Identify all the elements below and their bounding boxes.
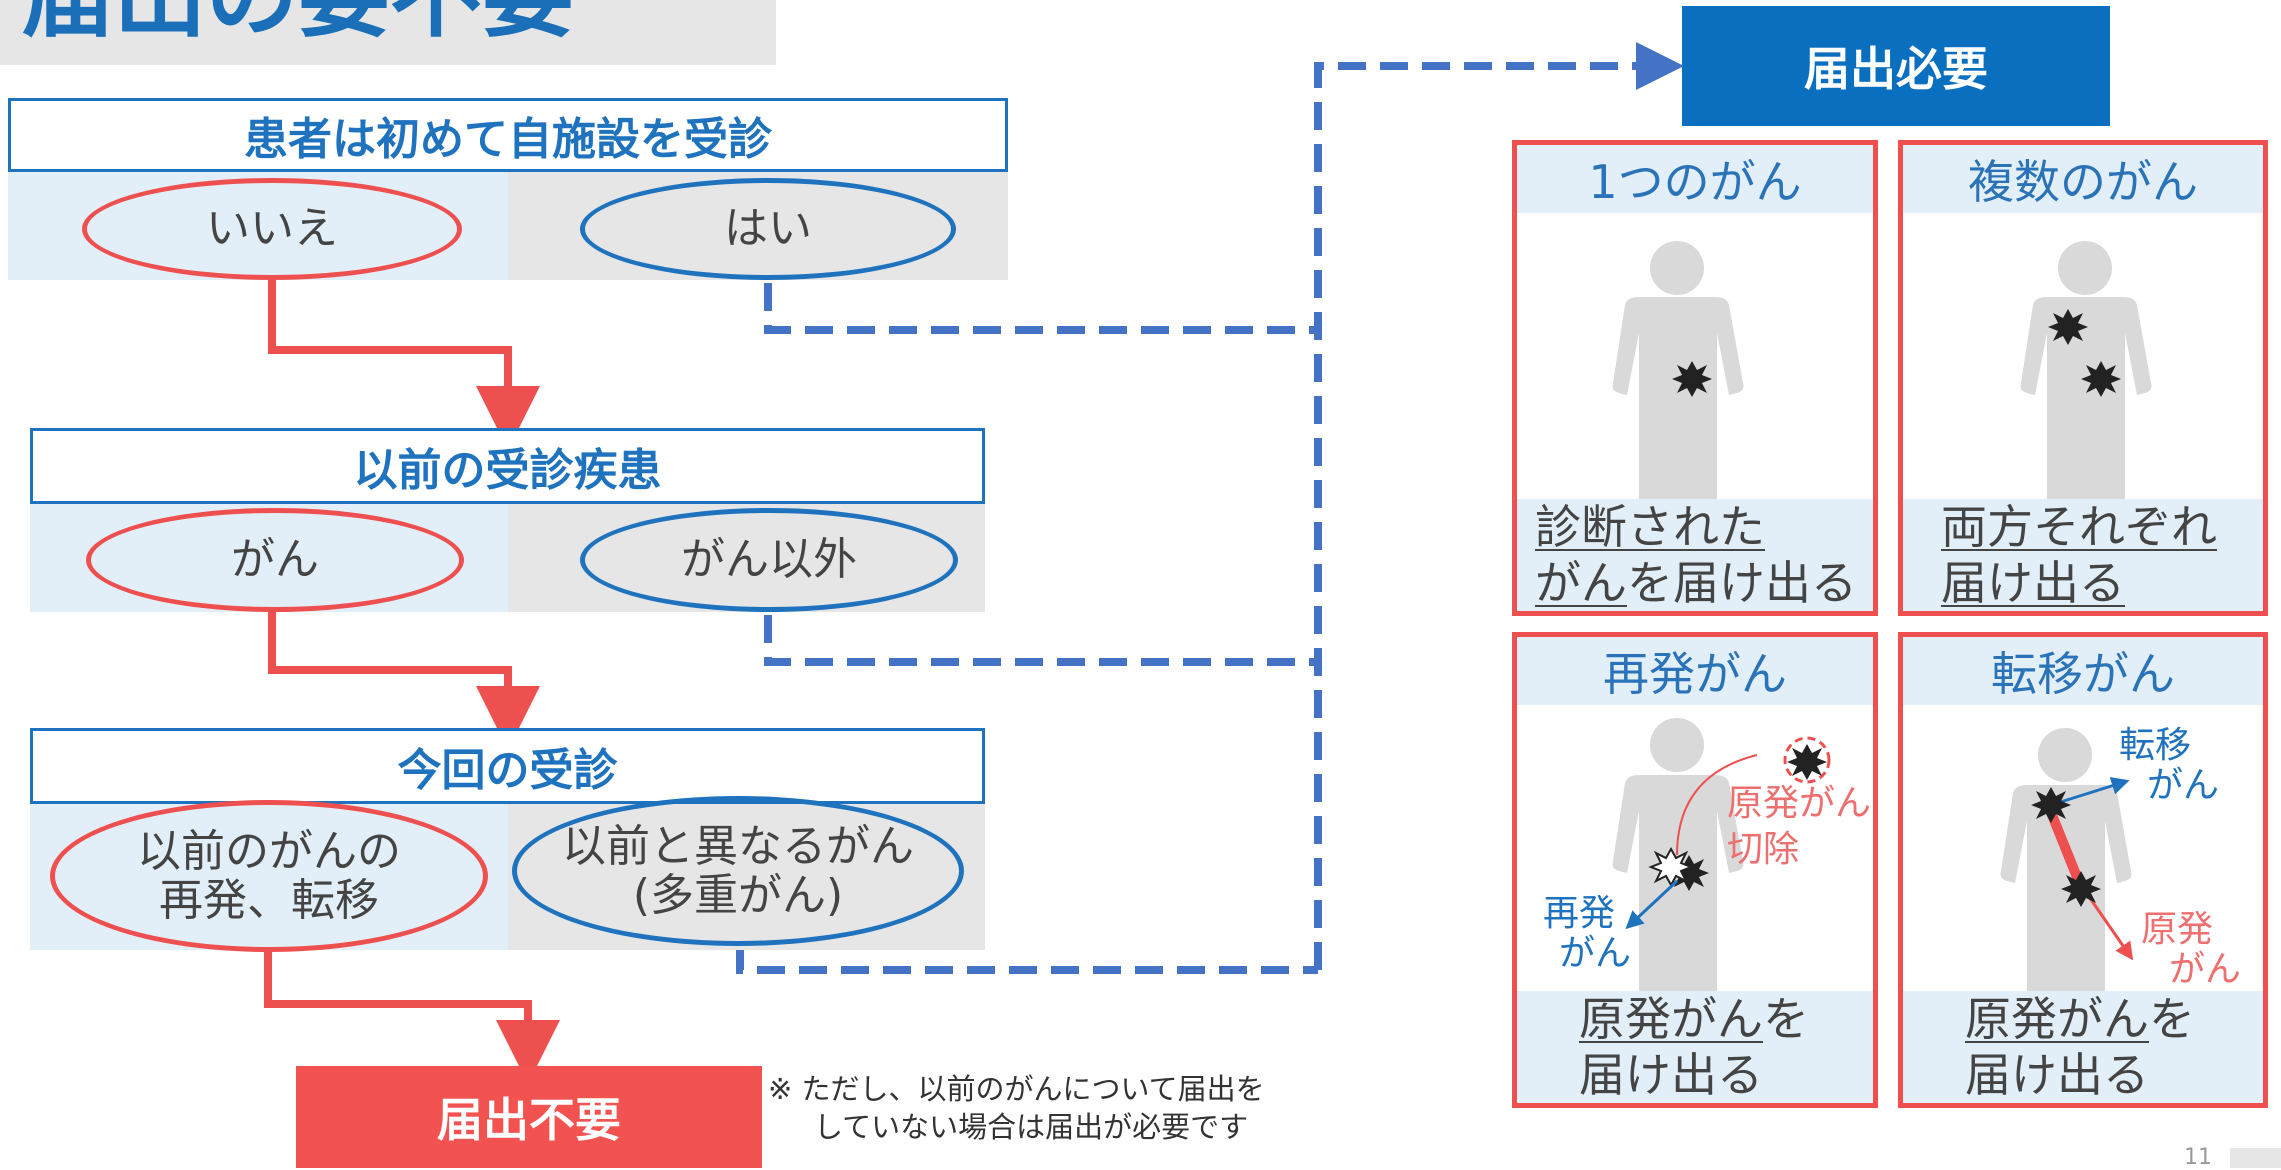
label-primary-excision-2: 切除 bbox=[1727, 829, 1799, 870]
page-title: 届出の要不要 bbox=[22, 0, 574, 52]
panel-recurrence-title: 再発がん bbox=[1517, 637, 1873, 705]
tumor-icon bbox=[2031, 787, 2071, 823]
panel-single-cancer: 1つのがん 診断された がんを届け出る bbox=[1512, 140, 1878, 616]
body-figure bbox=[1612, 241, 1744, 503]
panel-metastasis-foot-u: 原発がん bbox=[1965, 992, 2149, 1046]
panel-metastasis-foot-line2: 届け出る bbox=[1965, 1048, 2149, 1103]
dash-diff bbox=[736, 945, 1318, 974]
q2-header: 以前の受診疾患 bbox=[30, 428, 985, 504]
panel-single-foot-u1: 診断された bbox=[1535, 500, 1765, 554]
q2-other-option: がん以外 bbox=[580, 508, 958, 612]
label-primary-2: がん bbox=[2169, 949, 2241, 990]
label-recurrence-1: 再発 bbox=[1543, 893, 1615, 934]
panel-multiple-foot-u1: 両方それぞれ bbox=[1941, 500, 2217, 554]
dash-yes bbox=[764, 283, 1318, 334]
footnote-line1: ※ ただし、以前のがんについて届出を bbox=[768, 1072, 1265, 1106]
body-figure: 転移 がん 原発 がん bbox=[2000, 725, 2241, 1001]
q1-yes-option: はい bbox=[580, 178, 956, 280]
panel-metastasis-foot-rest: を bbox=[2149, 992, 2195, 1046]
q3-recur-option: 以前のがんの 再発、転移 bbox=[50, 800, 488, 952]
tumor-icon-outline bbox=[1648, 846, 1694, 888]
body-figure bbox=[2020, 241, 2152, 503]
q3-diff-option: 以前と異なるがん (多重がん) bbox=[512, 796, 964, 946]
q3-diff-line2: (多重がん) bbox=[632, 870, 844, 921]
label-metastasis-2: がん bbox=[2147, 765, 2219, 806]
footnote-line2: していない場合は届出が必要です bbox=[814, 1110, 1249, 1145]
body-figure: 原発がん 切除 再発 がん bbox=[1543, 718, 1871, 1001]
dash-other bbox=[764, 615, 1318, 666]
panel-single-foot-u2: がん bbox=[1535, 556, 1627, 611]
arrow-cancer-to-q3 bbox=[268, 612, 540, 750]
panel-recurrence-foot-u: 原発がん bbox=[1579, 992, 1763, 1046]
q3-diff-line1: 以前と異なるがん bbox=[562, 820, 914, 872]
panel-multiple-foot-u2: 届け出る bbox=[1941, 556, 2125, 611]
page-number: 11 bbox=[2184, 1145, 2212, 1170]
result-report-needed: 届出必要 bbox=[1682, 6, 2110, 126]
panel-multiple-title: 複数のがん bbox=[1903, 145, 2263, 213]
label-primary-1: 原発 bbox=[2141, 909, 2213, 950]
result-no-report: 届出不要 bbox=[296, 1066, 762, 1168]
label-metastasis-1: 転移 bbox=[2119, 725, 2191, 766]
panel-multiple-cancer: 複数のがん 両方それぞれ 届け出る bbox=[1898, 140, 2268, 616]
panel-metastasis-title: 転移がん bbox=[1903, 637, 2263, 705]
panel-recurrence-foot-rest: を bbox=[1763, 992, 1809, 1046]
q3-recur-line2: 再発、転移 bbox=[159, 875, 379, 926]
tumor-icon bbox=[1672, 361, 1712, 397]
footnote: ※ ただし、以前のがんについて届出を していない場合は届出が必要です bbox=[768, 1070, 1328, 1147]
panel-recurrence: 再発がん 原発がん 切除 再発 がん 原発がんを 届け出る bbox=[1512, 632, 1878, 1108]
tumor-icon bbox=[2061, 871, 2101, 907]
q1-header: 患者は初めて自施設を受診 bbox=[8, 98, 1008, 172]
label-recurrence-2: がん bbox=[1559, 933, 1631, 974]
arrow-no-to-q2 bbox=[268, 280, 540, 450]
tumor-icon bbox=[1787, 744, 1827, 780]
panel-single-title: 1つのがん bbox=[1517, 145, 1873, 213]
q2-cancer-option: がん bbox=[86, 508, 464, 612]
q1-no-option: いいえ bbox=[82, 178, 462, 280]
page-number-tab bbox=[2230, 1148, 2281, 1168]
label-primary-excision-1: 原発がん bbox=[1727, 783, 1871, 824]
arrow-recur-to-no-report bbox=[264, 952, 560, 1084]
panel-multiple-footer: 両方それぞれ 届け出る bbox=[1903, 499, 2263, 611]
tumor-icon bbox=[2048, 309, 2088, 345]
q3-header: 今回の受診 bbox=[30, 728, 985, 804]
panel-single-foot-rest: を届け出る bbox=[1627, 556, 1857, 611]
dash-trunk bbox=[1314, 42, 1684, 970]
panel-recurrence-footer: 原発がんを 届け出る bbox=[1517, 991, 1873, 1103]
panel-metastasis-footer: 原発がんを 届け出る bbox=[1903, 991, 2263, 1103]
panel-recurrence-foot-line2: 届け出る bbox=[1579, 1048, 1763, 1103]
panel-single-footer: 診断された がんを届け出る bbox=[1517, 499, 1873, 611]
q3-recur-line1: 以前のがんの bbox=[137, 825, 401, 877]
panel-metastasis: 転移がん 転移 がん 原発 がん 原発がんを 届け出る bbox=[1898, 632, 2268, 1108]
title-banner: 届出の要不要 bbox=[0, 0, 776, 65]
tumor-icon bbox=[2081, 361, 2121, 397]
